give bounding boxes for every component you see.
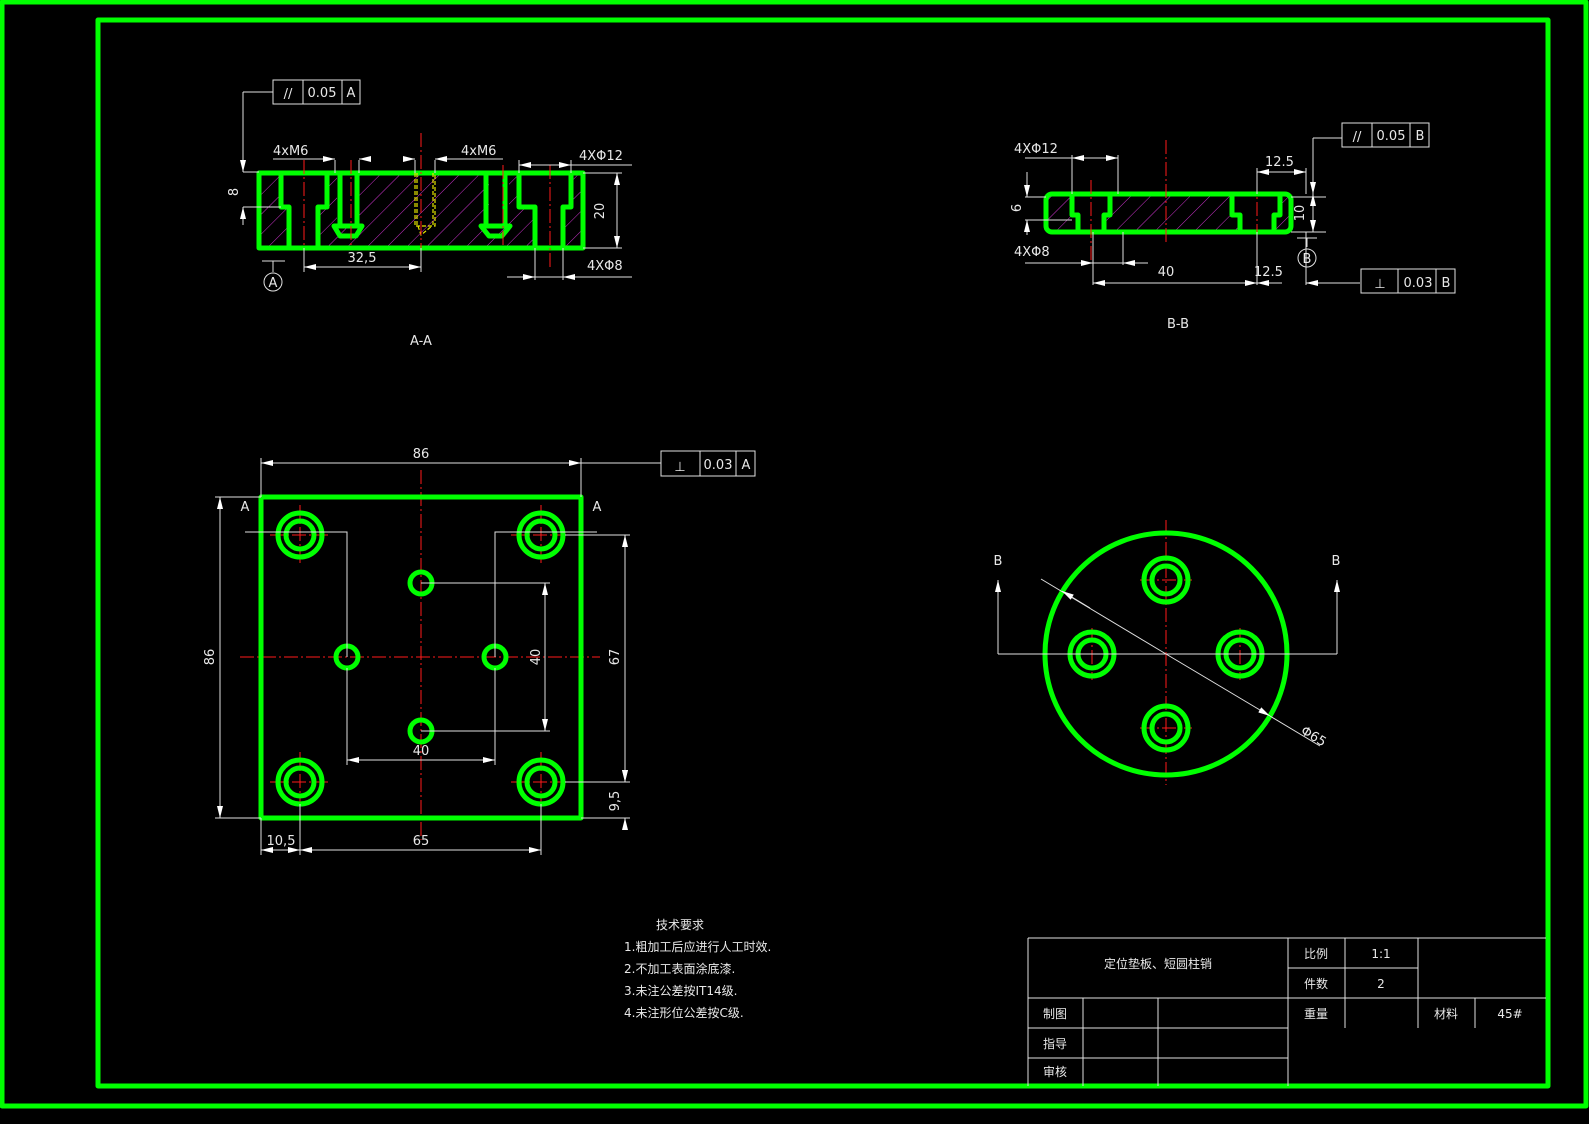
plate-tol-symbol: ⊥: [674, 460, 685, 475]
dim-aa-depth: 8: [227, 188, 242, 196]
section-bb-label: B-B: [1167, 317, 1189, 332]
inner-frame: [95, 17, 1551, 1089]
tech-requirements: 技术要求 1.粗加工后应进行人工时效. 2.不加工表面涂底漆. 3.未注公差按I…: [624, 918, 771, 1020]
material-label: 材料: [1434, 1007, 1458, 1021]
tech-req-item: 3.未注公差按IT14级.: [624, 983, 737, 998]
dim-bb-edge: 12.5: [1254, 265, 1283, 280]
dim-plate-inner-h: 40: [413, 744, 430, 759]
dim-plate-inner-v: 40: [529, 649, 544, 666]
bb-tol2-value: 0.03: [1404, 276, 1433, 291]
dim-aa-hole: 4XΦ8: [587, 259, 623, 274]
dim-bb-spacing: 40: [1158, 265, 1175, 280]
cut-label-b-left: B: [994, 554, 1003, 569]
tech-req-title: 技术要求: [656, 918, 704, 932]
dim-plate-height: 86: [203, 649, 218, 666]
dim-bb-cbore: 4XΦ12: [1014, 142, 1058, 157]
dim-plate-hole-span-h: 65: [413, 834, 430, 849]
cut-label-a-left: A: [241, 500, 250, 515]
dim-bb-height: 10: [1293, 205, 1308, 222]
plate-view: A A 86 ⊥ 0.03 A 86 67 9,5 40 40: [203, 447, 756, 855]
section-aa: 8 4xM6 4xM6 4XΦ12 20 32,5 4XΦ8 A // 0.05…: [227, 79, 632, 349]
tech-req-item: 1.粗加工后应进行人工时效.: [624, 939, 771, 954]
bb-tol1-datum: B: [1416, 129, 1425, 144]
dim-aa-offset: 32,5: [348, 251, 377, 266]
review-label: 审核: [1043, 1064, 1067, 1079]
bb-tol2-symbol: ⊥: [1374, 277, 1385, 292]
dim-bb-hole: 4XΦ8: [1014, 245, 1050, 260]
dim-plate-edge-h: 10,5: [267, 834, 296, 849]
qty-label: 件数: [1304, 976, 1328, 991]
dim-plate-edge-v: 9,5: [608, 791, 623, 812]
plate-tol-value: 0.03: [704, 458, 733, 473]
aa-tol-value: 0.05: [308, 86, 337, 101]
dim-aa-thread-left: 4xM6: [273, 144, 308, 159]
section-bb: 6 4XΦ12 4XΦ8 12.5 10 40 12.5 B // 0.05 B: [1010, 122, 1456, 332]
dim-aa-thread-right: 4xM6: [461, 144, 496, 159]
dim-bb-top: 12.5: [1265, 155, 1294, 170]
cut-label-b-right: B: [1332, 554, 1341, 569]
dim-pin-diameter: Φ65: [1298, 724, 1329, 751]
aa-tol-symbol: //: [284, 87, 293, 102]
pin-view: B B Φ65: [994, 520, 1341, 785]
aa-tol-datum: A: [347, 86, 356, 101]
datum-b-marker: B: [1303, 252, 1312, 267]
tech-req-item: 2.不加工表面涂底漆.: [624, 961, 735, 976]
dim-plate-hole-span-v: 67: [608, 649, 623, 666]
title-block: 定位垫板、短圆柱销 比例 1:1 件数 2 制图 重量 材料 45# 指导 审核: [1027, 937, 1546, 1086]
bb-tol1-symbol: //: [1353, 130, 1362, 145]
datum-a-marker: A: [269, 276, 278, 291]
part-name: 定位垫板、短圆柱销: [1104, 956, 1212, 971]
tech-req-item: 4.未注形位公差按C级.: [624, 1005, 744, 1020]
scale-label: 比例: [1304, 947, 1328, 961]
bb-tol1-value: 0.05: [1377, 129, 1406, 144]
dim-aa-cbore: 4XΦ12: [579, 149, 623, 164]
dim-aa-height: 20: [593, 203, 608, 220]
section-aa-label: A-A: [410, 334, 432, 349]
guide-label: 指导: [1043, 1036, 1067, 1051]
dim-plate-width: 86: [413, 447, 430, 462]
qty-value: 2: [1377, 977, 1385, 991]
plate-tol-datum: A: [742, 458, 751, 473]
cut-label-a-right: A: [593, 500, 602, 515]
drawn-label: 制图: [1043, 1007, 1067, 1021]
bb-tol2-datum: B: [1442, 276, 1451, 291]
weight-label: 重量: [1304, 1007, 1328, 1021]
dim-bb-depth: 6: [1010, 204, 1025, 212]
material-value: 45#: [1497, 1007, 1522, 1021]
scale-value: 1:1: [1371, 947, 1390, 961]
